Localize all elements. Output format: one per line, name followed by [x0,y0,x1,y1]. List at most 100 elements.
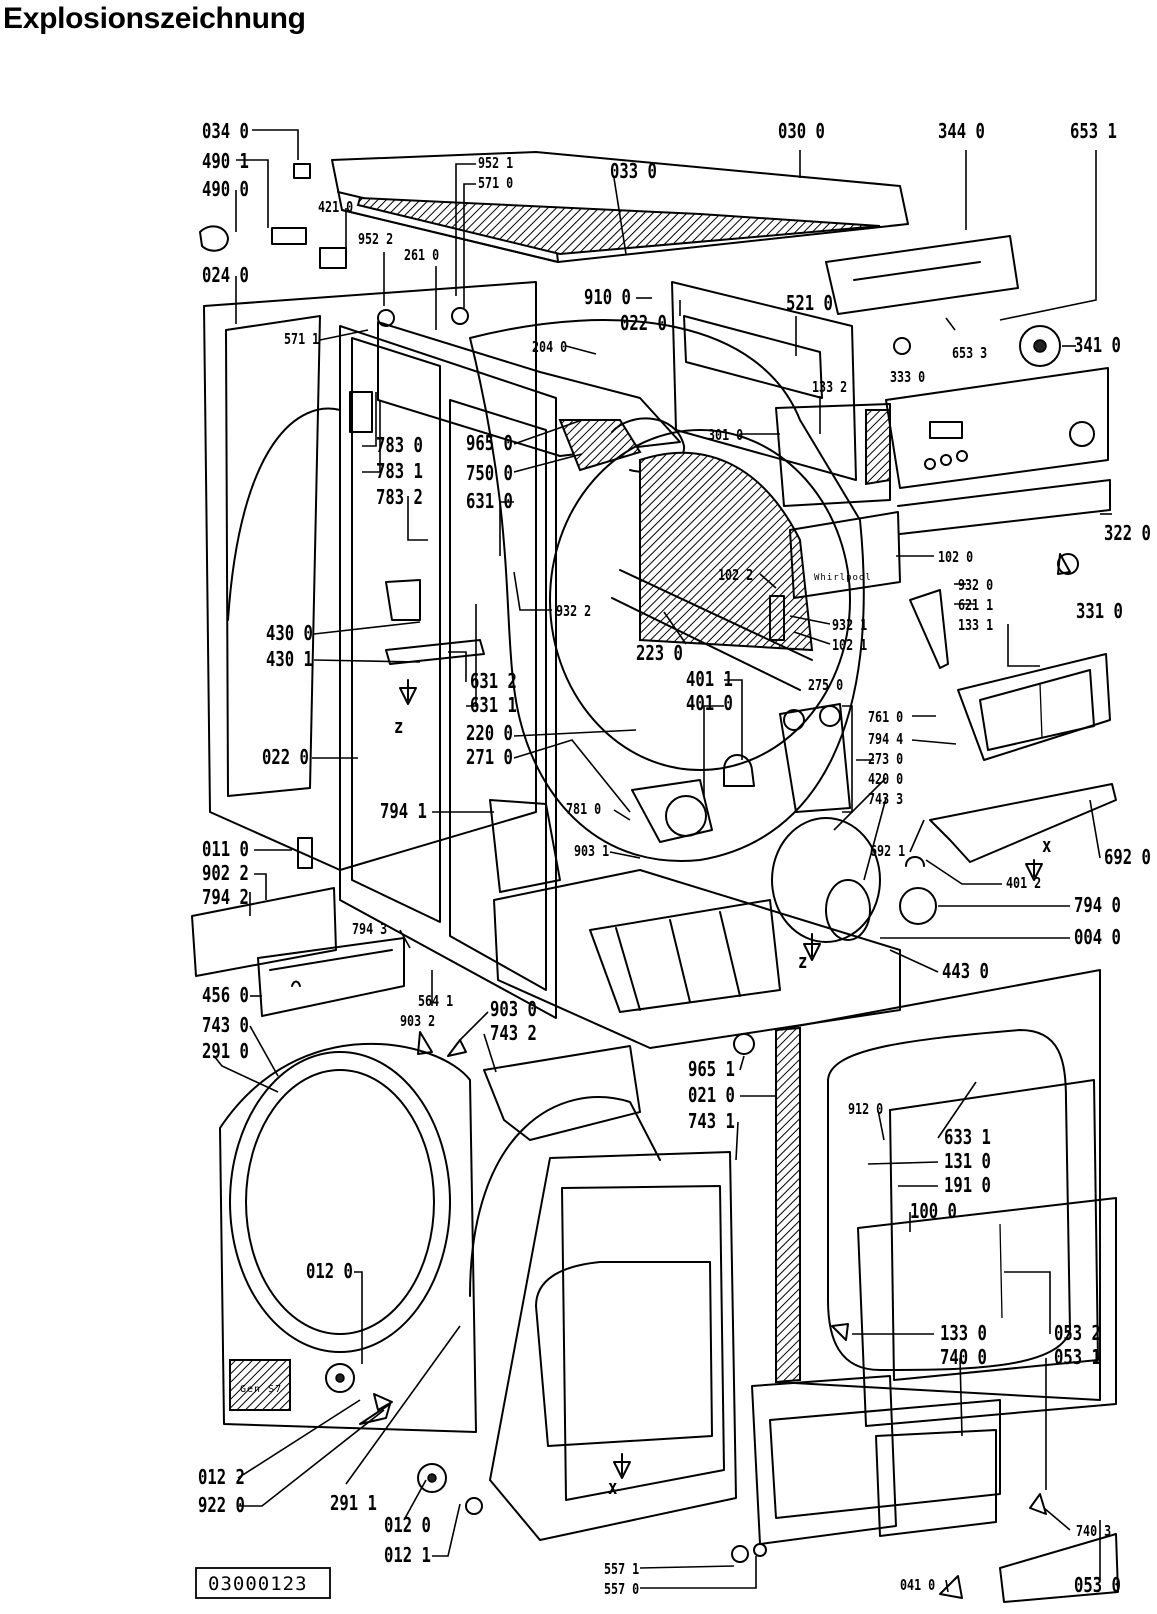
marker-x-2: x [608,1476,618,1499]
part-label-012-2: 012 2 [198,1466,245,1489]
marker-labels: z z x x [394,715,1052,1499]
part-label-261-0: 261 0 [404,248,439,265]
part-label-204-0: 204 0 [532,340,567,357]
part-label-631-2: 631 2 [470,670,517,693]
part-label-932-0: 932 0 [958,578,993,595]
part-label-012-0-a: 012 0 [306,1260,353,1283]
part-label-490-1: 490 1 [202,150,249,173]
marker-z-2: z [798,950,807,973]
part-label-783-2: 783 2 [376,486,423,509]
part-label-910-0: 910 0 [584,286,631,309]
part-label-291-1: 291 1 [330,1492,377,1515]
part-labels: 034 0 490 1 490 0 421 0 024 0 952 1 571 … [198,120,1151,1598]
part-label-692-0: 692 0 [1104,846,1151,869]
part-label-922-0: 922 0 [198,1494,245,1517]
part-label-521-0: 521 0 [786,292,833,315]
part-label-794-3: 794 3 [352,922,387,939]
part-label-740-0: 740 0 [940,1346,987,1369]
part-label-781-0: 781 0 [566,802,601,819]
part-label-034-0: 034 0 [202,120,249,143]
part-label-952-1: 952 1 [478,156,513,173]
part-label-021-0: 021 0 [688,1084,735,1107]
part-label-633-1: 633 1 [944,1126,991,1149]
drawing-number: 03000123 [208,1573,308,1595]
part-label-743-3: 743 3 [868,792,903,809]
part-label-743-1: 743 1 [688,1110,735,1133]
part-label-102-0: 102 0 [938,550,973,567]
part-label-053-1: 053 1 [1054,1346,1101,1369]
part-label-291-0: 291 0 [202,1040,249,1063]
part-label-131-0: 131 0 [944,1150,991,1173]
marker-z-1: z [394,715,403,738]
part-label-902-2: 902 2 [202,862,249,885]
part-label-952-2: 952 2 [358,232,393,249]
part-label-557-1: 557 1 [604,1562,639,1579]
part-label-133-0: 133 0 [940,1322,987,1345]
machine-artwork: Whirlpool Gen S7 [191,151,1119,1603]
part-label-333-0: 333 0 [890,370,925,387]
part-label-621-1: 621 1 [958,598,993,615]
part-label-456-0: 456 0 [202,984,249,1007]
part-label-341-0: 341 0 [1074,334,1121,357]
part-label-443-0: 443 0 [942,960,989,983]
part-label-743-2: 743 2 [490,1022,537,1045]
drawing-number-box: 03000123 [195,1567,331,1599]
part-label-750-0: 750 0 [466,462,513,485]
part-label-041-0: 041 0 [900,1578,935,1595]
marker-x-1: x [1042,834,1052,857]
part-label-912-0: 912 0 [848,1102,883,1119]
part-label-932-1: 932 1 [832,618,867,635]
part-label-783-0: 783 0 [376,434,423,457]
part-label-794-4: 794 4 [868,732,903,749]
part-label-692-1: 692 1 [870,844,905,861]
part-label-653-1: 653 1 [1070,120,1117,143]
part-label-022-0-b: 022 0 [262,746,309,769]
part-label-030-0: 030 0 [778,120,825,143]
part-label-557-0: 557 0 [604,1582,639,1599]
part-label-331-0: 331 0 [1076,600,1123,623]
part-label-631-0: 631 0 [466,490,513,513]
part-label-275-0: 275 0 [808,678,843,695]
part-label-100-0: 100 0 [910,1200,957,1223]
rear-cover-label: Gen S7 [240,1384,282,1395]
part-label-631-1: 631 1 [470,694,517,717]
part-label-761-0: 761 0 [868,710,903,727]
part-label-022-0-a: 022 0 [620,312,667,335]
part-label-133-1: 133 1 [958,618,993,635]
part-label-430-0: 430 0 [266,622,313,645]
part-label-783-1: 783 1 [376,460,423,483]
part-label-571-0: 571 0 [478,176,513,193]
part-label-965-0: 965 0 [466,432,513,455]
part-label-102-2: 102 2 [718,568,753,585]
part-label-401-0: 401 0 [686,692,733,715]
part-label-743-0: 743 0 [202,1014,249,1037]
part-label-012-1: 012 1 [384,1544,431,1567]
part-label-004-0: 004 0 [1074,926,1121,949]
part-label-794-2: 794 2 [202,886,249,909]
part-label-322-0: 322 0 [1104,522,1151,545]
part-label-571-1: 571 1 [284,332,319,349]
part-label-053-2: 053 2 [1054,1322,1101,1345]
leader-lines [213,129,1112,1593]
part-label-223-0: 223 0 [636,642,683,665]
part-label-965-1: 965 1 [688,1058,735,1081]
part-label-903-1: 903 1 [574,844,609,861]
part-label-012-0-b: 012 0 [384,1514,431,1537]
part-label-024-0: 024 0 [202,264,249,287]
part-label-420-0: 420 0 [868,772,903,789]
part-label-011-0: 011 0 [202,838,249,861]
part-label-430-1: 430 1 [266,648,313,671]
panel-brand-text: Whirlpool [814,573,872,583]
part-label-053-0: 053 0 [1074,1574,1121,1597]
part-label-653-3: 653 3 [952,346,987,363]
part-label-903-2: 903 2 [400,1014,435,1031]
part-label-903-0: 903 0 [490,998,537,1021]
part-label-191-0: 191 0 [944,1174,991,1197]
part-label-490-0: 490 0 [202,178,249,201]
part-label-794-1: 794 1 [380,800,427,823]
part-label-220-0: 220 0 [466,722,513,745]
part-label-271-0: 271 0 [466,746,513,769]
part-label-401-1: 401 1 [686,668,733,691]
part-label-421-0: 421 0 [318,200,353,217]
